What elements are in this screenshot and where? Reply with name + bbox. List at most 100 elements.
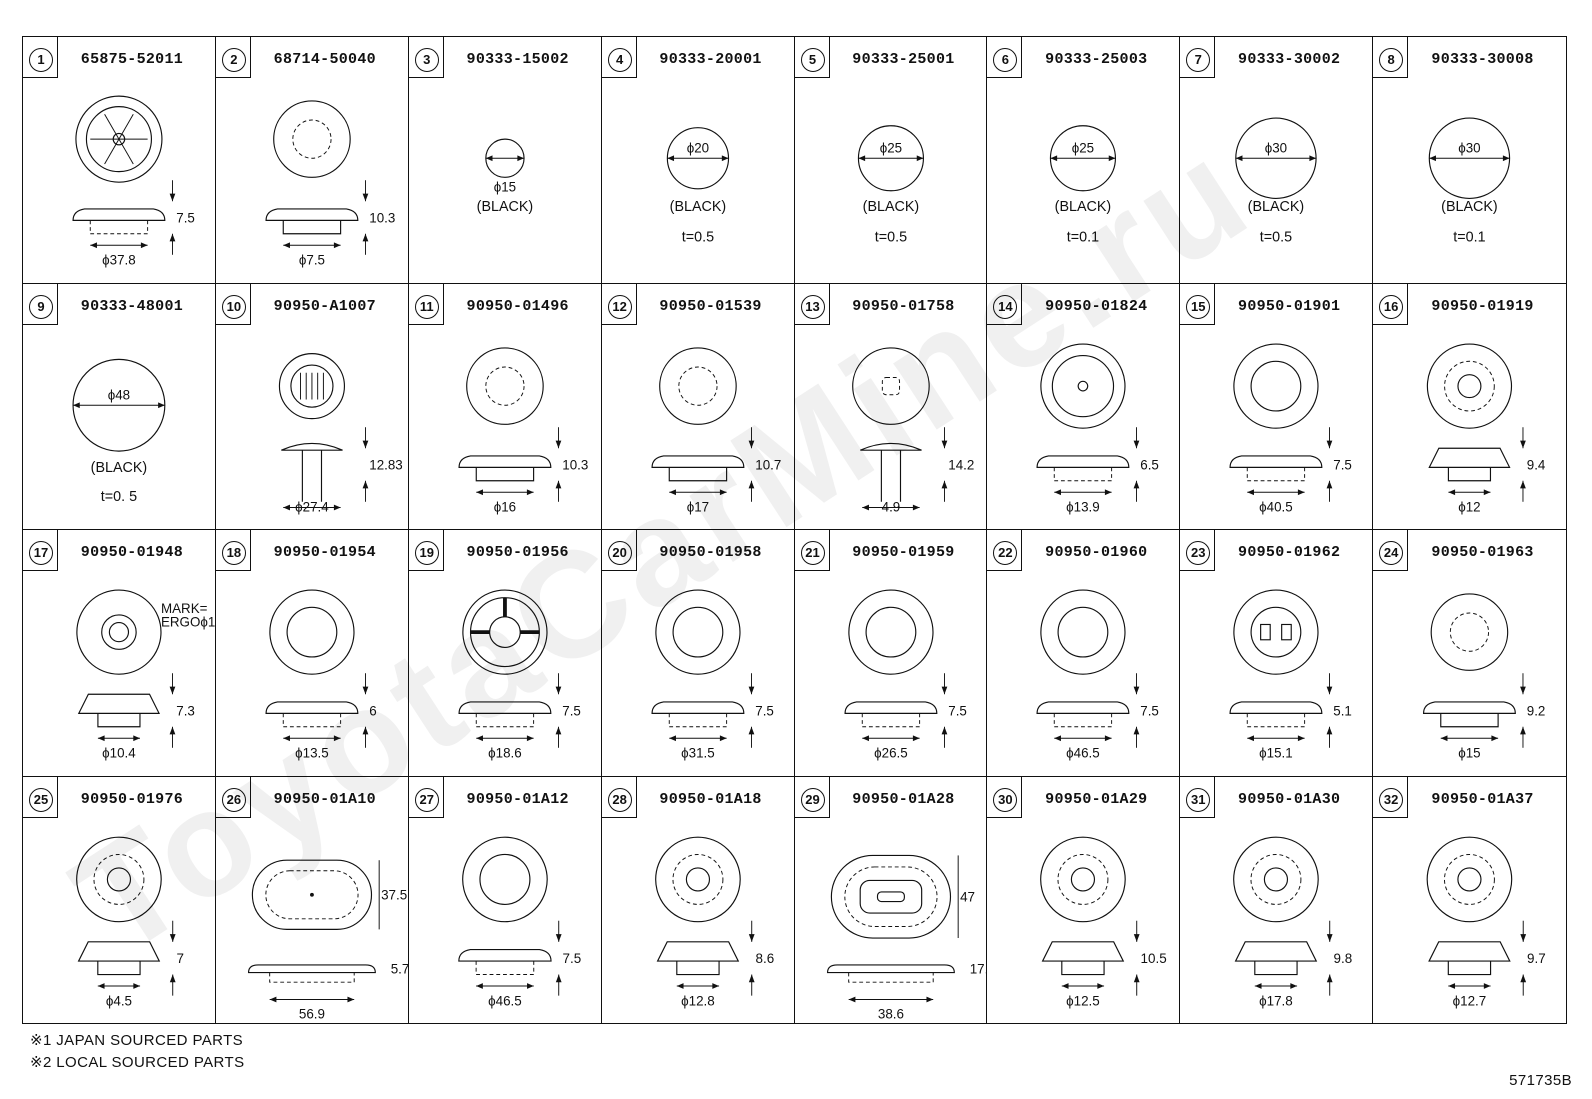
part-index: 10 — [221, 294, 246, 319]
part-number: 90950-01A28 — [852, 790, 955, 808]
length-dimension: 56.9 — [299, 1006, 325, 1021]
part-index: 22 — [993, 541, 1018, 565]
part-drawing: ϕ25(BLACK)t=0.1 — [987, 77, 1179, 283]
diameter-label: ϕ17.8 — [1259, 993, 1293, 1008]
color-note: (BLACK) — [476, 199, 533, 215]
top-view — [1426, 836, 1513, 922]
part-number: 90950-01960 — [1045, 544, 1148, 561]
part-illustration: ϕ40.57.5 — [1229, 342, 1352, 514]
top-view — [461, 836, 548, 922]
part-number: 90950-01A30 — [1238, 790, 1341, 808]
height-dimension: 5.1 — [1334, 703, 1353, 718]
part-illustration: ϕ15(BLACK) — [476, 138, 533, 215]
height-dimension: 7.5 — [1141, 703, 1160, 718]
part-number: 90950-01901 — [1238, 297, 1341, 315]
sticker-disc — [666, 127, 729, 190]
index-frame — [215, 776, 251, 818]
top-view — [851, 346, 930, 425]
index-frame — [987, 776, 1023, 818]
index-frame — [1373, 530, 1409, 571]
part-number: 90950-01758 — [852, 297, 955, 315]
part-drawing: ϕ17.8 9.8 — [1180, 817, 1372, 1024]
index-frame — [1373, 776, 1409, 818]
thickness-note: t=0.5 — [681, 229, 713, 245]
diameter-label: ϕ37.8 — [102, 252, 136, 267]
diameter-label: ϕ20 — [686, 141, 708, 156]
index-frame — [1373, 37, 1409, 78]
height-dimension: 7.3 — [176, 703, 195, 718]
part-index: 7 — [1186, 48, 1211, 72]
part-number: 90950-01A29 — [1045, 790, 1148, 808]
diameter-label: ϕ12.8 — [681, 993, 715, 1008]
part-index: 2 — [221, 48, 246, 72]
width-dimension: 47 — [960, 889, 975, 904]
height-dimension: 7.5 — [562, 703, 581, 718]
part-index: 27 — [414, 787, 439, 812]
part-number: 90950-01976 — [80, 790, 184, 808]
part-index: 15 — [1186, 294, 1211, 319]
part-illustration: ϕ17.8 9.8 — [1233, 836, 1353, 1008]
top-view — [465, 346, 544, 425]
part-index: 25 — [29, 787, 53, 812]
part-index: 23 — [1186, 541, 1211, 565]
diameter-label: ϕ25 — [879, 141, 901, 156]
diameter-label: ϕ48 — [108, 387, 130, 402]
top-view — [75, 95, 163, 183]
width-dimension: 37.5 — [381, 887, 407, 902]
diameter-label: ϕ4.5 — [106, 993, 132, 1008]
part-illustration: ϕ12.79.7 — [1426, 836, 1546, 1008]
index-frame — [408, 530, 444, 571]
footer-notes: ※1 JAPAN SOURCED PARTS ※2 LOCAL SOURCED … — [30, 1030, 244, 1074]
part-illustration: ϕ12.510.5 — [1040, 836, 1167, 1008]
diameter-label: ϕ13.5 — [295, 745, 329, 760]
index-frame — [601, 283, 637, 325]
part-illustration: ϕ20(BLACK)t=0.5 — [666, 127, 729, 245]
part-index: 6 — [993, 48, 1018, 72]
diameter-label: ϕ31.5 — [681, 745, 715, 760]
part-drawing: ϕ48(BLACK)t=0. 5 — [23, 324, 215, 530]
part-number: 90950-01496 — [466, 297, 569, 315]
index-frame — [794, 776, 830, 818]
part-index: 16 — [1379, 294, 1404, 319]
top-view — [1040, 342, 1126, 429]
part-illustration: ϕ7.510.3 — [265, 100, 395, 267]
part-index: 5 — [800, 48, 825, 72]
part-number: 90950-01A37 — [1431, 790, 1534, 808]
part-illustration: ϕ15.15.1 — [1229, 589, 1353, 760]
part-number: 65875-52011 — [80, 51, 184, 68]
height-dimension: 9.8 — [1334, 950, 1353, 965]
diameter-label: ϕ18.6 — [488, 745, 522, 760]
part-number: 90333-25001 — [852, 51, 955, 68]
part-number: 90950-01A12 — [466, 790, 569, 808]
top-view — [76, 589, 162, 675]
thickness-note: t=0.5 — [1260, 229, 1292, 245]
part-index: 28 — [607, 787, 632, 812]
top-view — [658, 346, 737, 425]
